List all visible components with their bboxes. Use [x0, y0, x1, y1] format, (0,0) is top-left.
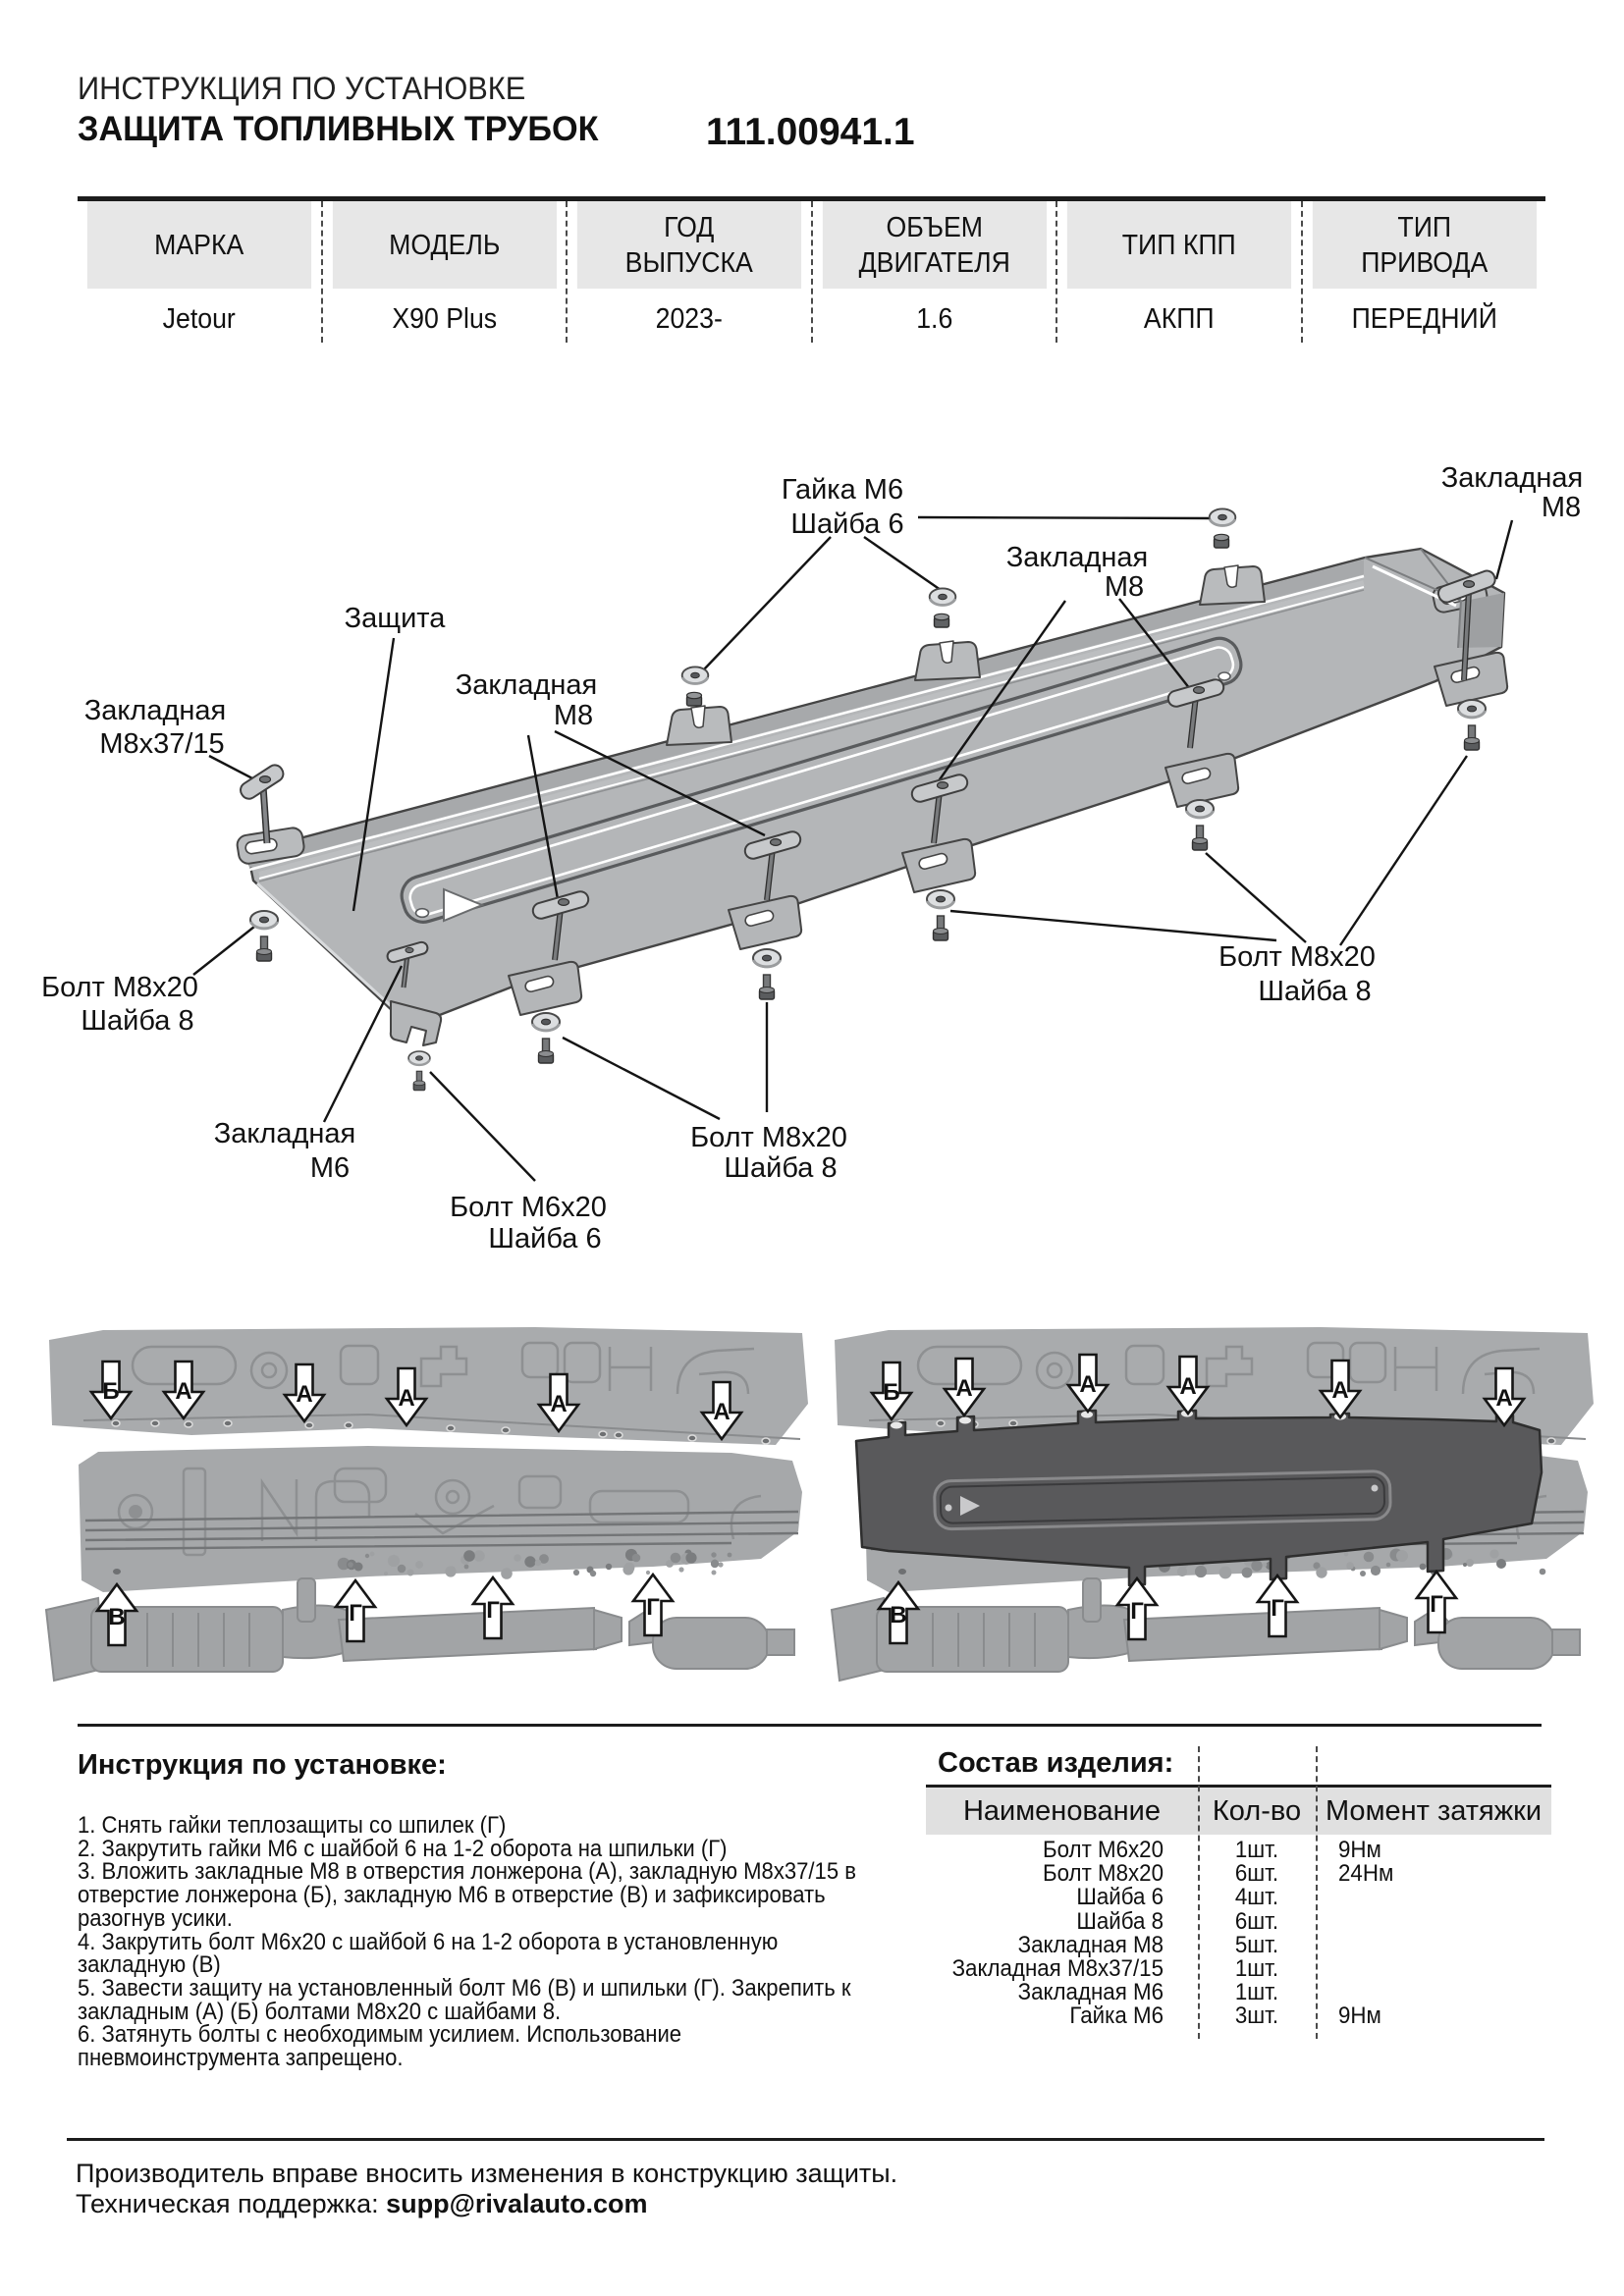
svg-text:Закладная: Закладная	[1006, 542, 1148, 573]
svg-text:А: А	[955, 1375, 972, 1402]
svg-text:Закладная: Закладная	[84, 695, 226, 726]
svg-text:В: В	[108, 1604, 125, 1630]
svg-text:Шайба 8: Шайба 8	[1258, 976, 1371, 1007]
svg-text:Болт М8х20: Болт М8х20	[41, 972, 198, 1003]
svg-text:Шайба 6: Шайба 6	[488, 1223, 601, 1255]
svg-text:А: А	[398, 1385, 414, 1412]
svg-text:А: А	[550, 1391, 567, 1417]
svg-text:М8: М8	[1105, 571, 1144, 603]
svg-text:Шайба 8: Шайба 8	[81, 1005, 193, 1037]
svg-text:Г: Г	[486, 1597, 500, 1624]
svg-text:Б: Б	[102, 1378, 119, 1405]
svg-text:А: А	[1331, 1377, 1348, 1404]
svg-text:Г: Г	[349, 1600, 362, 1627]
svg-text:А: А	[713, 1399, 730, 1425]
svg-text:Защита: Защита	[345, 603, 447, 634]
svg-text:Г: Г	[1130, 1598, 1144, 1625]
svg-text:Шайба 8: Шайба 8	[724, 1152, 837, 1184]
svg-text:Б: Б	[883, 1379, 899, 1406]
svg-text:Г: Г	[1271, 1595, 1284, 1622]
svg-text:Г: Г	[1430, 1591, 1443, 1618]
svg-text:А: А	[1179, 1373, 1196, 1400]
svg-text:М6: М6	[310, 1152, 350, 1184]
svg-text:Шайба 6: Шайба 6	[790, 508, 903, 540]
svg-text:В: В	[890, 1602, 906, 1629]
svg-text:М8х37/15: М8х37/15	[99, 728, 224, 760]
svg-text:Болт М8х20: Болт М8х20	[1218, 941, 1376, 973]
svg-text:Закладная: Закладная	[214, 1118, 355, 1149]
svg-text:А: А	[296, 1381, 312, 1408]
svg-text:Гайка М6: Гайка М6	[782, 474, 903, 506]
svg-text:Болт М8х20: Болт М8х20	[690, 1122, 847, 1153]
svg-text:М8: М8	[1542, 492, 1581, 523]
svg-text:А: А	[1079, 1371, 1096, 1398]
svg-text:Закладная: Закладная	[1441, 462, 1583, 494]
svg-text:М8: М8	[554, 700, 593, 731]
svg-text:Г: Г	[646, 1594, 660, 1621]
svg-text:А: А	[1495, 1385, 1512, 1412]
svg-text:Закладная: Закладная	[456, 669, 597, 701]
svg-text:А: А	[175, 1378, 191, 1405]
svg-text:Болт М6х20: Болт М6х20	[450, 1192, 607, 1223]
